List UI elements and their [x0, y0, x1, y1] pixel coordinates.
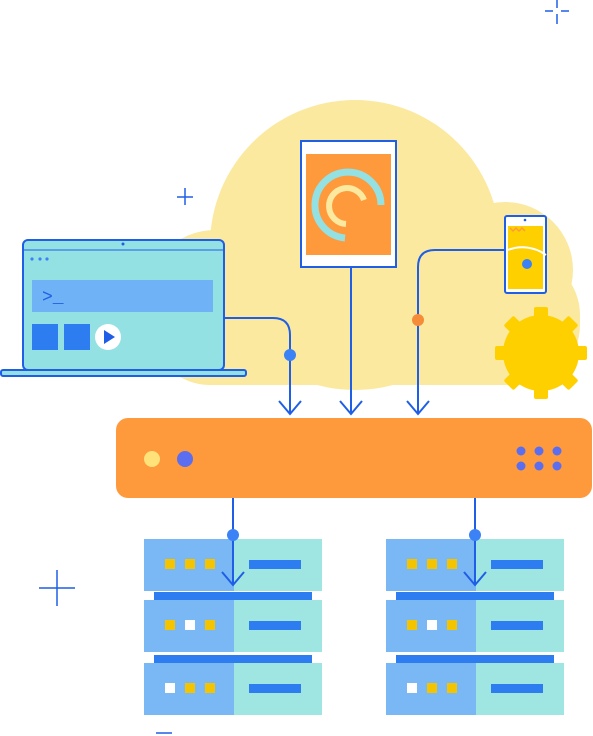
- server-separator: [154, 592, 312, 600]
- server-separator: [154, 655, 312, 663]
- server-led: [165, 620, 175, 630]
- server-led: [427, 683, 437, 693]
- phone-speaker: [523, 218, 527, 222]
- server-icon: [386, 539, 564, 715]
- phone-wave: [509, 226, 526, 233]
- laptop-connector: [224, 317, 291, 413]
- phone-connector: [417, 249, 505, 413]
- phone-icon: [504, 215, 547, 294]
- tablet-icon: [300, 140, 397, 268]
- connector-node: [227, 529, 239, 541]
- server-drive-slot: [491, 621, 543, 630]
- server-led: [447, 559, 457, 569]
- server-led: [427, 559, 437, 569]
- server-led: [165, 559, 175, 569]
- phone-screen: [508, 226, 543, 289]
- terminal-icon: >_: [42, 288, 64, 308]
- laptop-base: [0, 369, 247, 377]
- connector-node: [469, 529, 481, 541]
- server-led: [185, 620, 195, 630]
- window-dot: [38, 257, 42, 261]
- phone-arc: [507, 246, 547, 256]
- server-led: [165, 683, 175, 693]
- hub-body: [116, 418, 592, 498]
- sparkle-plus-large: [39, 570, 75, 606]
- media-tile: [64, 324, 90, 350]
- gauge-arc-inner: [326, 185, 367, 227]
- server-led: [447, 683, 457, 693]
- server-drive-slot: [249, 621, 301, 630]
- arrowhead: [221, 571, 245, 587]
- window-dot: [45, 257, 49, 261]
- server-led: [407, 683, 417, 693]
- arrowhead: [463, 571, 487, 587]
- hub-port-grid: [516, 446, 562, 471]
- laptop-icon: >_: [0, 239, 247, 377]
- server-led: [185, 683, 195, 693]
- sparkle-top-right: [545, 0, 569, 24]
- arrowhead: [278, 400, 302, 416]
- server-led: [185, 559, 195, 569]
- gear-icon: [495, 307, 587, 399]
- arrowhead: [406, 400, 430, 416]
- server-led: [205, 683, 215, 693]
- gear-body: [503, 315, 579, 391]
- server-drive-slot: [249, 560, 301, 569]
- connector-lines: [224, 249, 505, 416]
- connector-node: [284, 349, 296, 361]
- server-led: [447, 620, 457, 630]
- server-separator: [396, 592, 554, 600]
- server-led: [407, 620, 417, 630]
- server-icon: [144, 539, 322, 715]
- server-separator: [396, 655, 554, 663]
- play-triangle: [104, 330, 115, 344]
- phone-knob: [522, 259, 532, 269]
- hub-status-light: [144, 451, 160, 467]
- terminal-bar: [32, 280, 213, 312]
- connector-node: [412, 314, 424, 326]
- server-drive-slot: [491, 560, 543, 569]
- media-tile: [32, 324, 58, 350]
- hub-status-light: [177, 451, 193, 467]
- server-led: [205, 559, 215, 569]
- server-led: [407, 559, 417, 569]
- sparkle-plus-small: [177, 188, 193, 205]
- server-drive-slot: [249, 684, 301, 693]
- arrowhead: [339, 400, 363, 416]
- gauge-arc-outer: [311, 168, 385, 242]
- server-drive-slot: [491, 684, 543, 693]
- server-led: [205, 620, 215, 630]
- server-led: [427, 620, 437, 630]
- window-dot: [30, 257, 34, 261]
- hub-icon: [116, 418, 592, 498]
- laptop-camera: [121, 242, 125, 246]
